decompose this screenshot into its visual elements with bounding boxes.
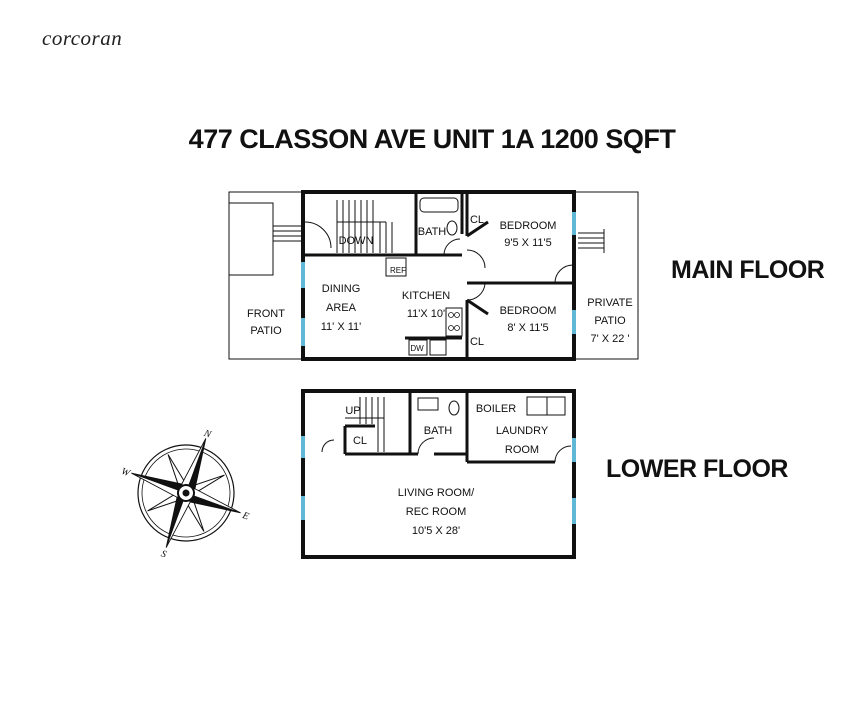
private-patio-label: PATIO: [594, 315, 626, 327]
front-patio-label: PATIO: [250, 325, 282, 337]
washer: [526, 396, 548, 416]
stairs-down: [336, 200, 393, 253]
closet-door-swing: [321, 439, 335, 453]
rear-steps: [578, 229, 605, 253]
laundry-door-swing: [554, 445, 572, 463]
stove: [445, 307, 463, 337]
main-bath-label: BATH: [418, 226, 447, 238]
front-steps: [272, 221, 303, 246]
living-room-dimensions: 10'5 X 28': [412, 525, 460, 537]
bath-door-swing: [443, 238, 461, 256]
kitchen-sink: [429, 339, 447, 356]
stairs-down-label: DOWN: [339, 235, 374, 247]
bedroom-1-label: BEDROOM: [500, 220, 557, 232]
front-patio-label: FRONT: [247, 308, 285, 320]
kitchen-label: KITCHEN: [402, 290, 450, 302]
dining-area-label: DINING: [322, 283, 361, 295]
boiler-label: BOILER: [476, 403, 516, 415]
lower-bath-door-swing: [417, 437, 435, 455]
dryer: [546, 396, 566, 416]
main-windows: [301, 212, 576, 346]
stairs-up-label: UP: [345, 405, 360, 417]
main-toilet: [446, 220, 458, 236]
living-room-label: LIVING ROOM/: [398, 487, 475, 499]
bedroom-door-swing: [466, 249, 486, 269]
living-room-label: REC ROOM: [406, 506, 467, 518]
main-bathtub: [419, 197, 459, 213]
bedroom-2-label: BEDROOM: [500, 305, 557, 317]
bedroom-2-dimensions: 8' X 11'5: [507, 322, 548, 334]
bedroom-door-swing: [466, 283, 486, 301]
lower-toilet: [448, 400, 460, 416]
compass-rose: N E S W: [120, 428, 251, 561]
dishwasher-label: DW: [410, 344, 424, 353]
stove-burner: [448, 312, 454, 318]
brand-logo: corcoran: [42, 26, 123, 50]
rear-door-swing: [554, 264, 574, 284]
bedroom-1-dimensions: 9'5 X 11'5: [504, 237, 551, 249]
lower-floor-label: LOWER FLOOR: [606, 455, 788, 483]
lower-interior-walls: [343, 391, 555, 464]
lower-closet-label: CL: [353, 435, 367, 447]
private-patio-dimensions: 7' X 22 ': [590, 333, 629, 345]
lower-floor-walls: [301, 389, 576, 559]
main-floor-plan: FRONT PATIO DINING AREA 11' X 11' KITCHE…: [228, 190, 639, 361]
dining-area-dimensions: 11' X 11': [321, 321, 362, 333]
page-title: 477 CLASSON AVE UNIT 1A 1200 SQFT: [188, 124, 676, 154]
compass-n: N: [201, 428, 213, 441]
laundry-room-label: LAUNDRY: [496, 425, 549, 437]
stove-burner: [448, 325, 454, 331]
refrigerator: [385, 257, 407, 277]
compass-w: W: [120, 466, 133, 480]
lower-sink: [417, 397, 439, 411]
closet-label: CL: [470, 214, 484, 226]
private-patio-label: PRIVATE: [587, 297, 632, 309]
compass-e: E: [240, 510, 250, 523]
refrigerator-label: REF: [390, 266, 406, 275]
main-floor-label: MAIN FLOOR: [671, 256, 825, 284]
kitchen-dimensions: 11'X 10': [407, 308, 445, 320]
main-interior-walls: [303, 192, 574, 359]
closet-label: CL: [470, 336, 484, 348]
lower-windows: [301, 436, 576, 524]
compass-center-dot: [182, 489, 190, 497]
laundry-room-label: ROOM: [505, 444, 539, 456]
compass-s: S: [159, 549, 167, 561]
stove-burner: [454, 325, 460, 331]
stairs-up: [345, 397, 385, 452]
dishwasher: [408, 339, 428, 356]
stove-burner: [454, 312, 460, 318]
dining-area-label: AREA: [326, 302, 357, 314]
lower-bath-label: BATH: [424, 425, 453, 437]
front-patio-planter: [228, 202, 274, 276]
lower-floor-plan: UP CL BATH BOILER LAUNDRY ROOM LIVING RO…: [301, 389, 576, 559]
entry-door-swing: [304, 221, 332, 249]
